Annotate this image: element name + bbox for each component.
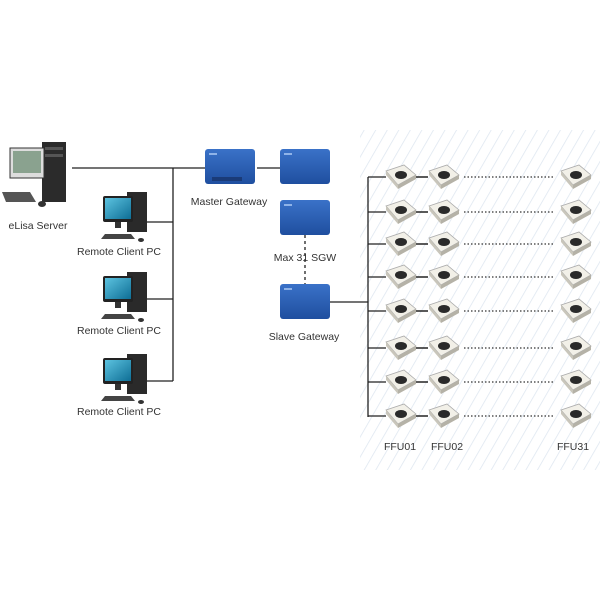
sub-gateway-icon — [280, 149, 330, 184]
remote-client-pc-icon — [101, 192, 147, 242]
max-sgw-label: Max 31 SGW — [274, 252, 337, 264]
master-gateway-label: Master Gateway — [191, 196, 268, 208]
connection-lines — [72, 167, 369, 417]
sub-gateway-icon — [280, 200, 330, 235]
ffu01-label: FFU01 — [384, 441, 416, 453]
remote-client-pc-icon — [101, 354, 147, 404]
ffu02-label: FFU02 — [431, 441, 463, 453]
client-label-1: Remote Client PC — [77, 246, 161, 258]
remote-client-pc-icon — [101, 272, 147, 322]
ffu31-label: FFU31 — [557, 441, 589, 453]
slave-gateway-icon — [280, 284, 330, 319]
client-label-2: Remote Client PC — [77, 325, 161, 337]
slave-gateway-label: Slave Gateway — [269, 331, 340, 343]
client-label-3: Remote Client PC — [77, 406, 161, 418]
ffu-grid — [368, 164, 592, 429]
server-label: eLisa Server — [9, 220, 68, 232]
elisa-server-icon — [2, 142, 66, 207]
